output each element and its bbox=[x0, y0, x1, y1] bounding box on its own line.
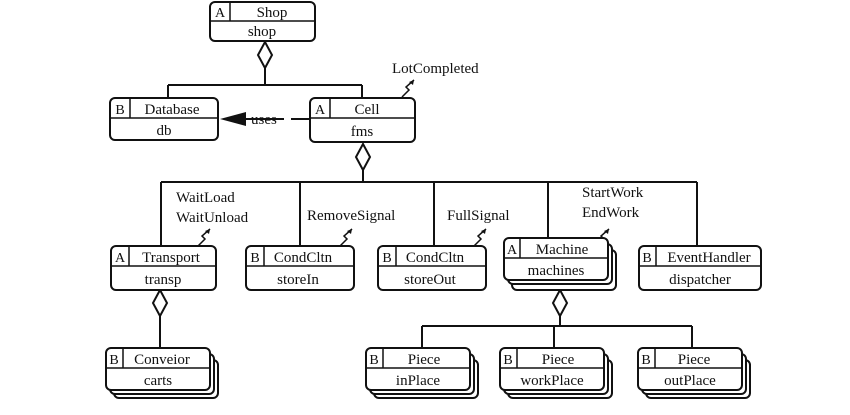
cell-aggregation-diamond bbox=[354, 141, 372, 173]
signal-label: EndWork bbox=[582, 205, 640, 221]
signal-arrow-icon bbox=[339, 228, 353, 247]
connectors bbox=[151, 39, 698, 348]
signal-label: StartWork bbox=[582, 185, 644, 201]
class-name: Piece bbox=[542, 352, 575, 368]
transport-aggregation-diamond bbox=[151, 287, 169, 319]
class-name: Shop bbox=[257, 5, 288, 21]
class-box-piece-workplace[interactable]: B Piece workPlace bbox=[499, 347, 613, 399]
class-kind: A bbox=[315, 103, 326, 118]
signal-label: RemoveSignal bbox=[307, 208, 395, 224]
class-name: CondCltn bbox=[406, 250, 465, 266]
class-box-machine[interactable]: A Machine machines bbox=[503, 237, 617, 291]
class-box-condcltn-storeout[interactable]: B CondCltn storeOut bbox=[377, 245, 487, 291]
class-box-piece-inplace[interactable]: B Piece inPlace bbox=[365, 347, 479, 399]
shop-aggregation-lines bbox=[167, 68, 363, 98]
class-name: EventHandler bbox=[667, 250, 750, 266]
class-name: CondCltn bbox=[274, 250, 333, 266]
class-kind: B bbox=[642, 251, 651, 266]
signal-label: LotCompleted bbox=[392, 61, 479, 77]
class-kind: B bbox=[369, 353, 378, 368]
class-kind: B bbox=[503, 353, 512, 368]
class-name: Machine bbox=[536, 242, 589, 258]
machine-aggregation-diamond bbox=[551, 287, 569, 319]
class-instance: outPlace bbox=[664, 373, 716, 389]
class-instance: transp bbox=[145, 272, 182, 288]
class-instance: shop bbox=[248, 24, 276, 40]
class-name: Conveior bbox=[134, 352, 190, 368]
signal-arrowhead-icon bbox=[347, 229, 352, 234]
class-kind: B bbox=[382, 251, 391, 266]
class-kind: A bbox=[115, 251, 126, 266]
class-instance: machines bbox=[528, 263, 585, 279]
signal-arrow-icon bbox=[197, 228, 211, 247]
signal-label: WaitLoad bbox=[176, 190, 235, 206]
signal-arrowhead-icon bbox=[481, 229, 486, 234]
class-kind: A bbox=[507, 243, 518, 258]
class-kind: B bbox=[109, 353, 118, 368]
class-name: Piece bbox=[678, 352, 711, 368]
shop-aggregation-diamond bbox=[256, 39, 274, 71]
signal-arrow-icon bbox=[401, 79, 415, 98]
class-instance: fms bbox=[351, 124, 374, 140]
class-name: Cell bbox=[355, 102, 380, 118]
class-kind: B bbox=[115, 103, 124, 118]
cell-aggregation-lines bbox=[160, 170, 698, 246]
class-box-piece-outplace[interactable]: B Piece outPlace bbox=[637, 347, 751, 399]
class-instance: storeOut bbox=[404, 272, 456, 288]
class-name: Piece bbox=[408, 352, 441, 368]
signal-arrowhead-icon bbox=[604, 229, 609, 234]
class-box-shop[interactable]: A Shop shop bbox=[209, 1, 316, 42]
class-instance: workPlace bbox=[520, 373, 584, 389]
uses-label: uses bbox=[251, 112, 277, 128]
class-instance: carts bbox=[144, 373, 172, 389]
class-box-transport[interactable]: A Transport transp bbox=[110, 245, 217, 291]
class-box-cell[interactable]: A Cell fms bbox=[309, 97, 416, 143]
signal-label: FullSignal bbox=[447, 208, 510, 224]
class-instance: dispatcher bbox=[669, 272, 731, 288]
signal-label: WaitUnload bbox=[176, 210, 249, 226]
signal-arrowhead-icon bbox=[409, 80, 414, 85]
class-kind: B bbox=[641, 353, 650, 368]
class-kind: A bbox=[215, 6, 226, 21]
class-name: Database bbox=[145, 102, 200, 118]
class-box-eventhandler[interactable]: B EventHandler dispatcher bbox=[638, 245, 762, 291]
class-instance: inPlace bbox=[396, 373, 440, 389]
signal-labels: LotCompleted WaitLoad WaitUnload RemoveS… bbox=[176, 61, 644, 226]
class-box-database[interactable]: B Database db bbox=[109, 97, 219, 141]
class-box-conveior[interactable]: B Conveior carts bbox=[105, 347, 219, 399]
class-kind: B bbox=[250, 251, 259, 266]
class-name: Transport bbox=[142, 250, 201, 266]
uses-arrowhead bbox=[220, 112, 246, 126]
machine-aggregation-lines bbox=[421, 316, 693, 348]
signal-arrow-icon bbox=[473, 228, 487, 247]
class-instance: storeIn bbox=[277, 272, 319, 288]
class-instance: db bbox=[157, 123, 172, 139]
signal-arrowhead-icon bbox=[205, 229, 210, 234]
class-box-condcltn-storein[interactable]: B CondCltn storeIn bbox=[245, 245, 355, 291]
